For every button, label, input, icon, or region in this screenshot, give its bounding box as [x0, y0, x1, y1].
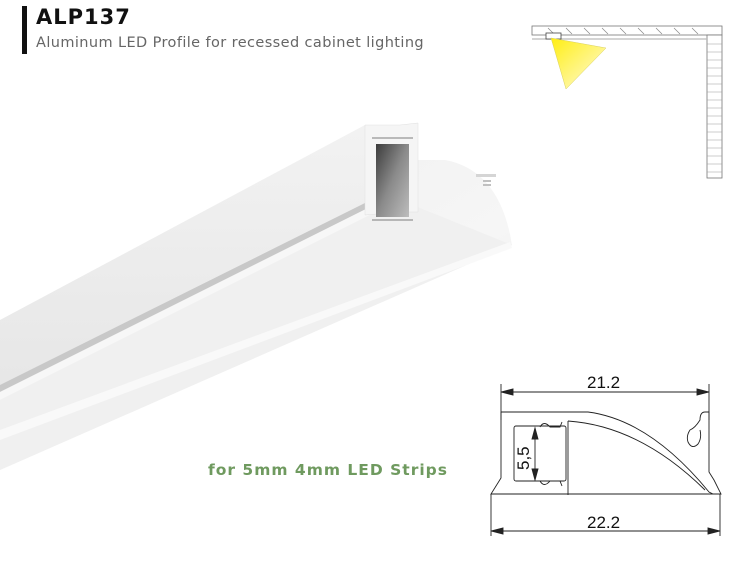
- product-title: ALP137: [36, 5, 131, 29]
- strip-compatibility-tagline: for 5mm 4mm LED Strips: [208, 461, 448, 479]
- dim-channel-height: 5,5: [514, 446, 533, 470]
- clip-detail: [476, 174, 496, 186]
- dim-top-width: 21.2: [587, 373, 620, 392]
- dim-bottom-width: 22.2: [587, 513, 620, 532]
- product-subtitle: Aluminum LED Profile for recessed cabine…: [36, 35, 425, 51]
- installation-diagram: [531, 25, 723, 179]
- title-accent-bar: [22, 6, 27, 54]
- cross-section-drawing: [490, 384, 722, 536]
